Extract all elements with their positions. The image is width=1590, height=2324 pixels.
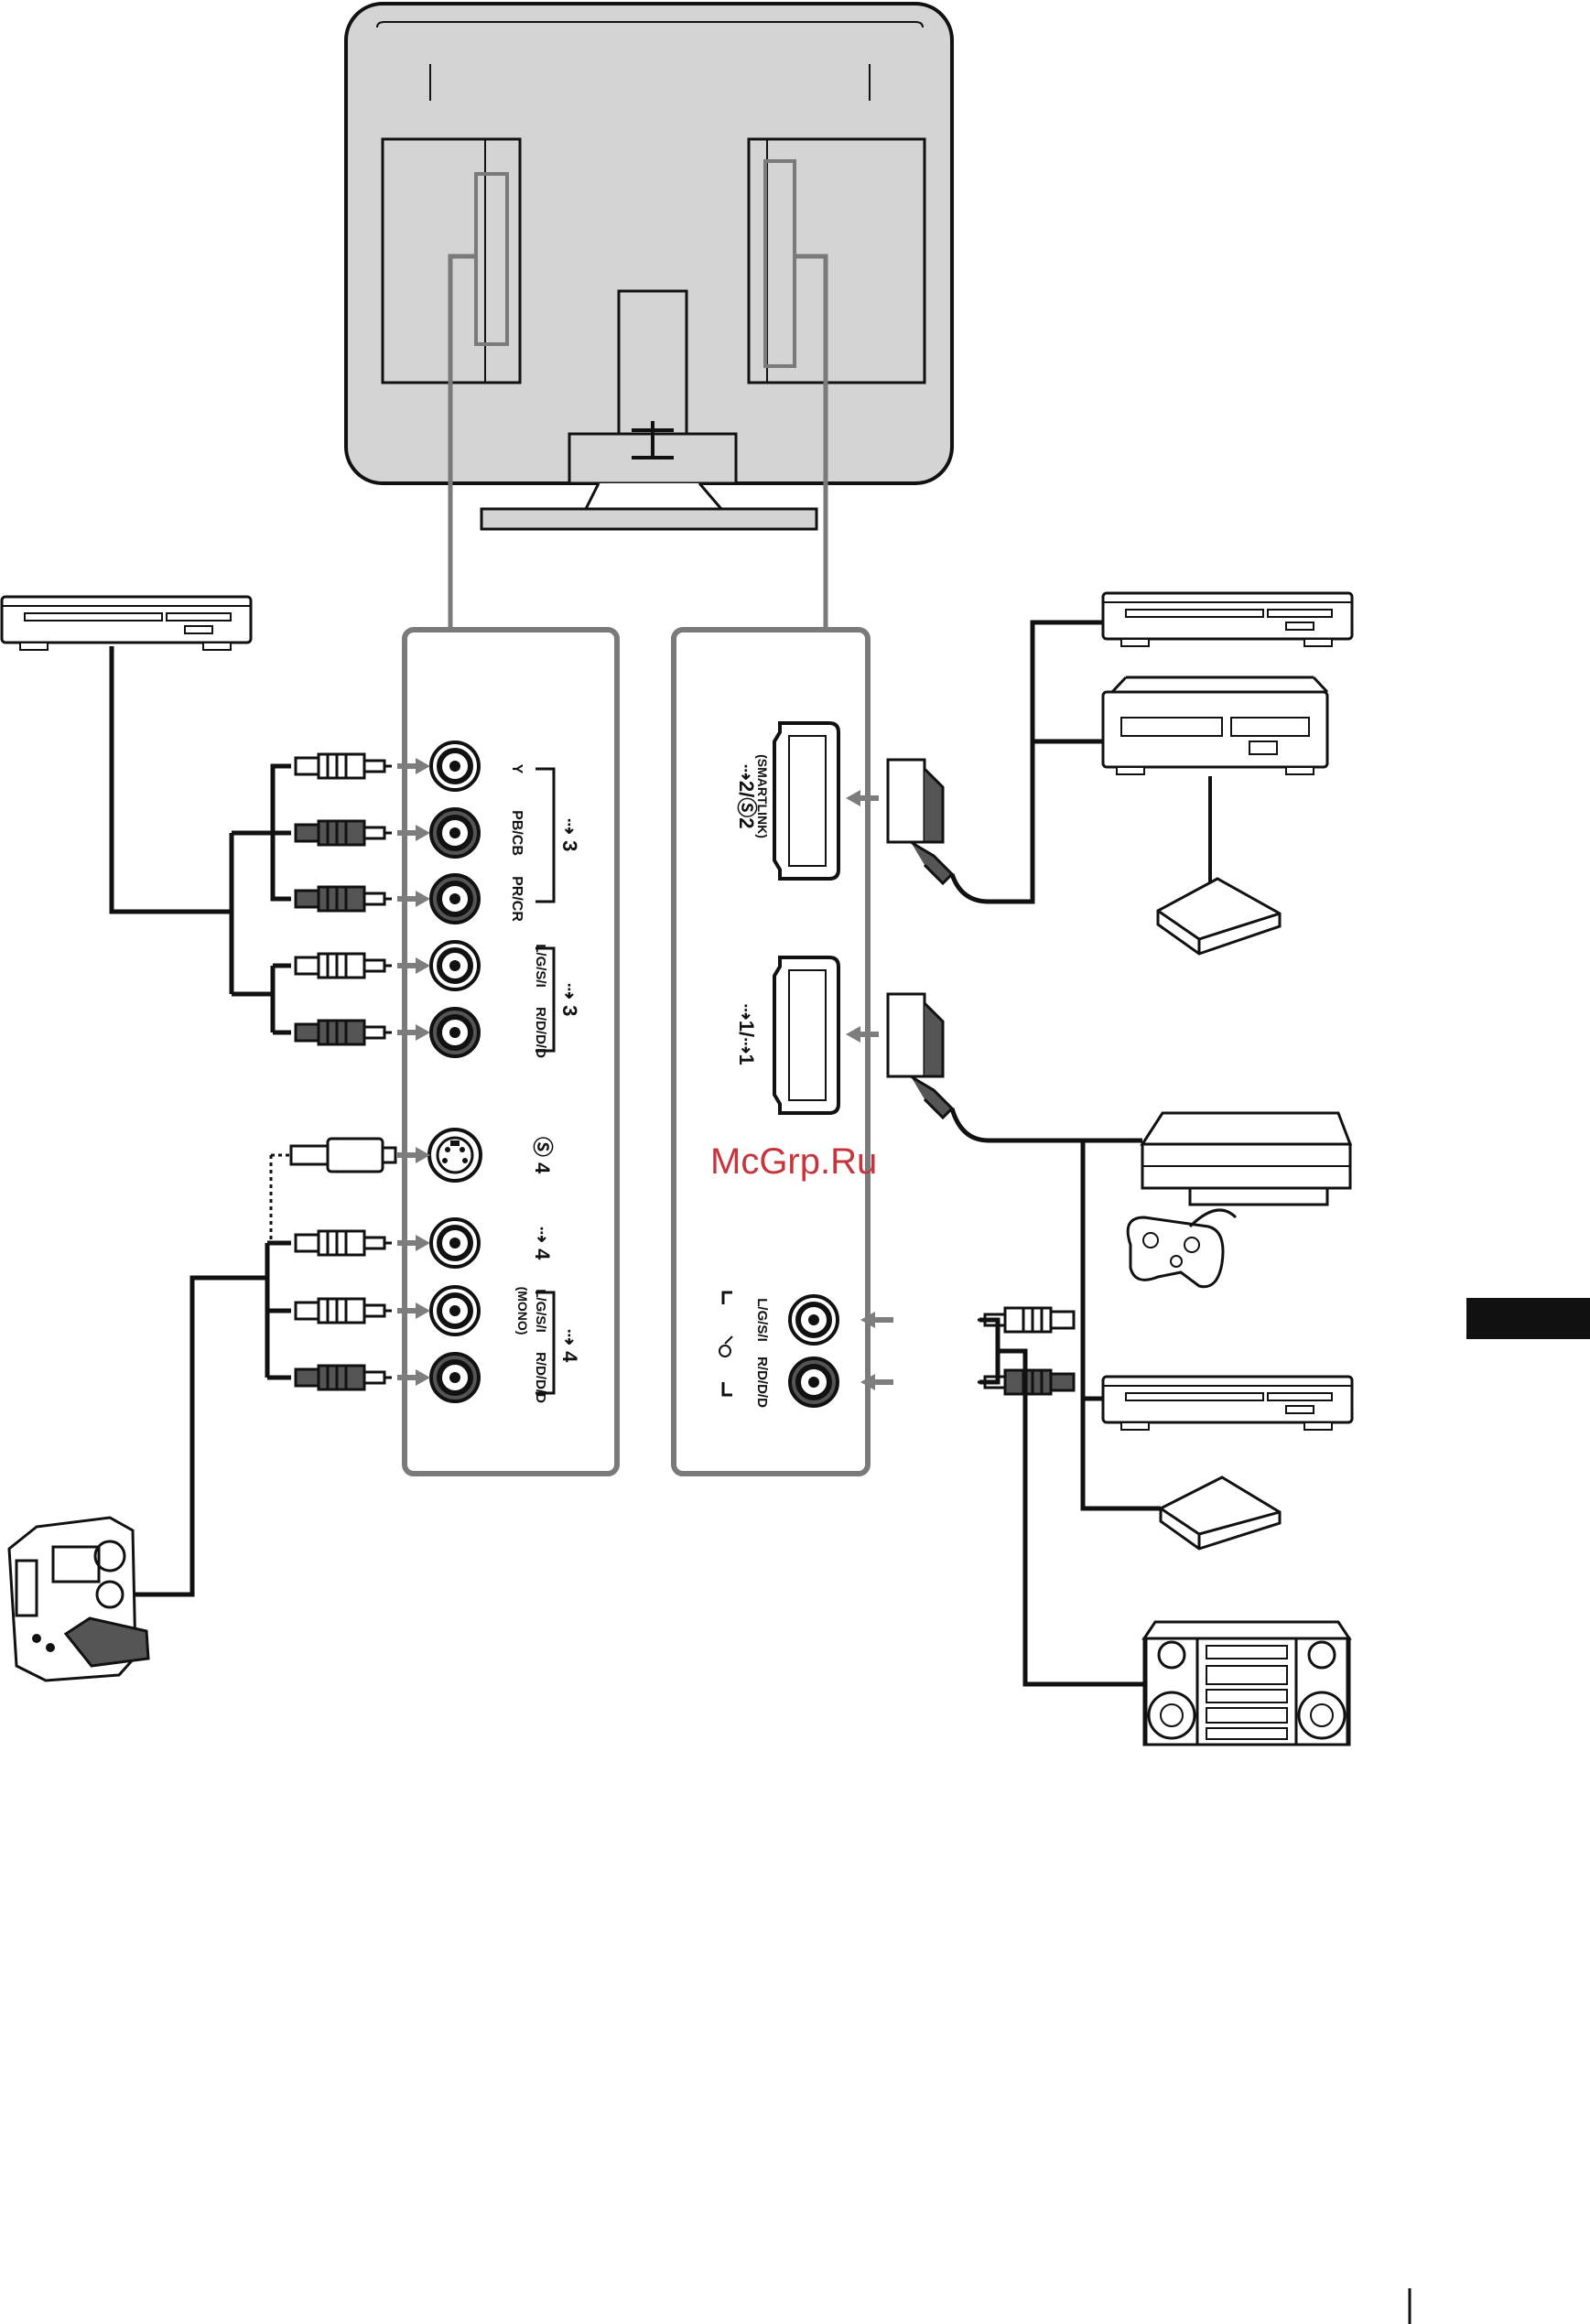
audio4-input-label: ⇢ 4 <box>558 1329 581 1364</box>
audio3-left-label: L/G/S/I <box>533 944 548 988</box>
audio-out-right-label: R/D/D/D <box>754 1357 770 1408</box>
audio3-right-label: R/D/D/D <box>533 1007 548 1058</box>
audio4-right-label: R/D/D/D <box>533 1352 548 1403</box>
video4-label: ⇢ 4 <box>531 1227 554 1261</box>
audio4-left-jack[interactable] <box>431 1287 479 1335</box>
component-input-label: ⇢ 3 <box>558 818 581 852</box>
svideo4-jack[interactable] <box>429 1130 481 1181</box>
dvd-player-left <box>2 597 251 650</box>
left-cables <box>112 646 430 1594</box>
vcr-top-right <box>1103 593 1352 646</box>
component-y-jack[interactable] <box>431 742 479 790</box>
left-connector-panel: Y PB/CB PR/CR ⇢ 3 L/G/S/I R/D/D/D ⇢ 3 Ⓢ … <box>405 630 617 1474</box>
scart1-label: ⇢1/⇢1 <box>735 1003 758 1065</box>
pb-label: PB/CB <box>509 810 525 856</box>
audio-out-left-label: L/G/S/I <box>754 1298 770 1342</box>
svideo4-label: Ⓢ 4 <box>531 1137 554 1174</box>
camcorder <box>9 1518 148 1681</box>
right-connector-panel: ⇢2/Ⓢ2 (SMARTLINK) ⇢1/⇢1 L/G/S/I R/D/D/D <box>674 630 868 1474</box>
component-pr-jack[interactable] <box>431 875 479 923</box>
smartlink-label: (SMARTLINK) <box>755 754 770 838</box>
component-pb-jack[interactable] <box>431 809 479 857</box>
video4-jack[interactable] <box>431 1219 479 1267</box>
section-side-tab <box>1466 1298 1590 1339</box>
audio3-right-jack[interactable] <box>431 1009 479 1056</box>
pr-label: PR/CR <box>509 876 525 922</box>
tv-back-illustration <box>346 4 952 529</box>
audio4-right-jack[interactable] <box>431 1354 479 1401</box>
decoder-box-bottom <box>1161 1477 1280 1549</box>
hifi-system <box>1144 1622 1349 1745</box>
scart1-plug <box>888 994 952 1118</box>
decoder-box-top <box>1158 879 1280 954</box>
watermark-text: McGrp.Ru <box>710 1141 877 1182</box>
scart2-plug <box>888 760 952 883</box>
scart2-label: ⇢2/Ⓢ2 <box>735 763 758 828</box>
game-console <box>1128 1113 1350 1287</box>
vcr-second-right <box>1103 677 1327 774</box>
audio4-left-label: L/G/S/I <box>533 1289 548 1333</box>
scart1-socket[interactable] <box>774 957 838 1113</box>
audio3-left-jack[interactable] <box>431 942 479 989</box>
y-label: Y <box>509 764 525 774</box>
audio-out-left-jack[interactable] <box>790 1296 838 1344</box>
audio3-input-label: ⇢ 3 <box>558 983 581 1017</box>
audio-out-right-jack[interactable] <box>790 1358 838 1406</box>
vcr-lower-right <box>1103 1377 1352 1430</box>
scart2-socket[interactable] <box>774 723 838 879</box>
audio4-mono-label: (MONO) <box>515 1287 530 1335</box>
